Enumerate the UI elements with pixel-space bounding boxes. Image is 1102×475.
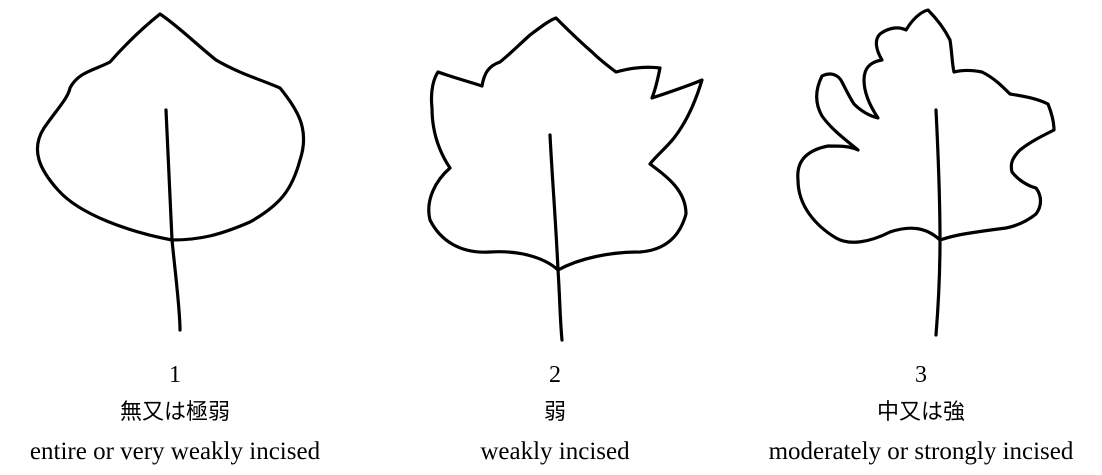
leaf-midrib [550, 135, 562, 340]
leaf-panel-1: 1 無又は極弱 entire or very weakly incised [0, 0, 350, 475]
label-english: entire or very weakly incised [0, 436, 350, 468]
leaf-weakly-incised-icon [380, 0, 730, 360]
label-japanese: 無又は極弱 [0, 398, 350, 428]
leaf-strongly-incised-icon [740, 0, 1102, 360]
leaf-entire-icon [0, 0, 350, 360]
leaf-midrib [166, 110, 180, 330]
label-english: weakly incised [380, 436, 730, 468]
label-japanese: 中又は強 [740, 398, 1102, 428]
label-japanese: 弱 [380, 398, 730, 428]
leaf-midrib [936, 110, 940, 335]
figure-number: 3 [740, 360, 1102, 390]
leaf-outline [798, 10, 1054, 242]
label-english: moderately or strongly incised [740, 436, 1102, 468]
leaf-panel-3: 3 中又は強 moderately or strongly incised [740, 0, 1102, 475]
figure-number: 1 [0, 360, 350, 390]
figure-number: 2 [380, 360, 730, 390]
leaf-panel-2: 2 弱 weakly incised [380, 0, 730, 475]
leaf-outline [429, 18, 702, 270]
